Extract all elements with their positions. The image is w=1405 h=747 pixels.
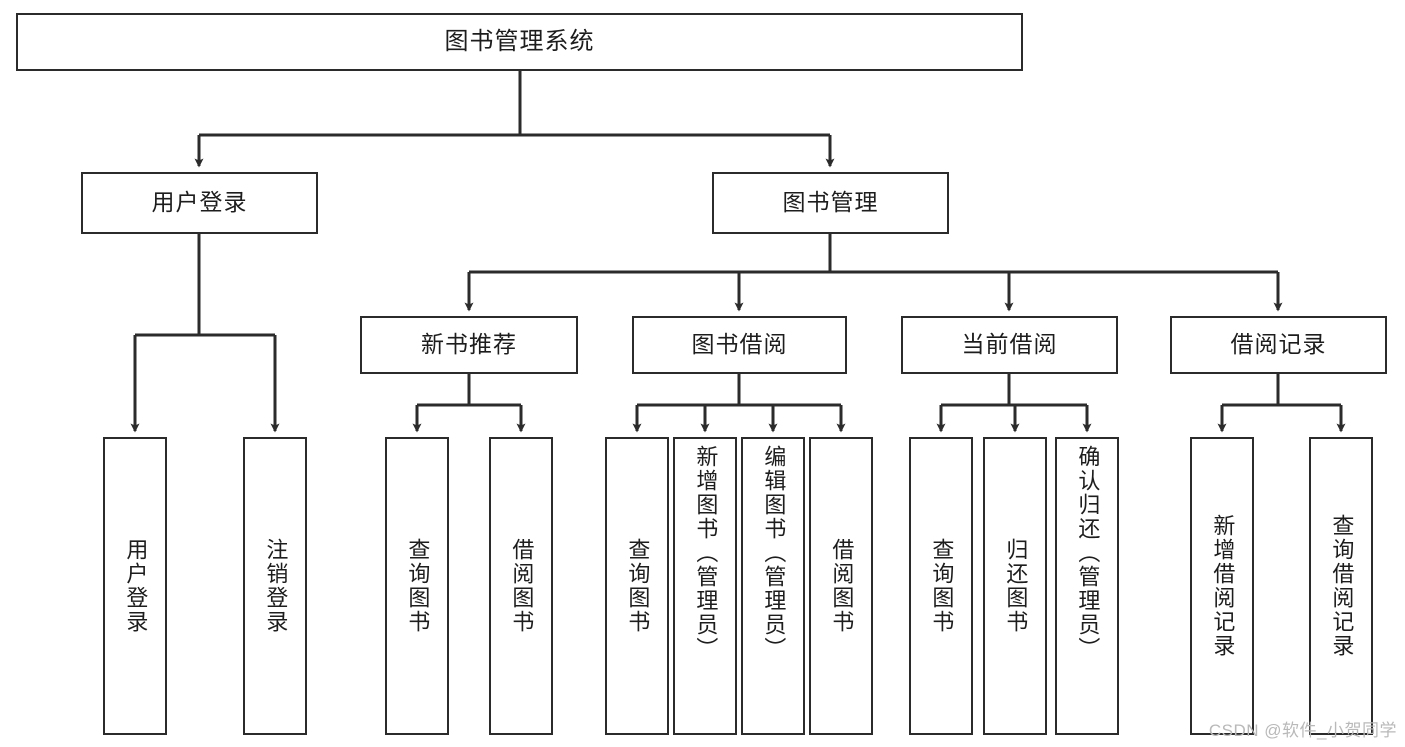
leaf-current-borrow-confirm[interactable]: 确认归还（管理员） (1055, 437, 1119, 735)
leaf-book-borrow-edit-label: 编辑图书（管理员） (761, 445, 787, 661)
leaf-borrow-records-add[interactable]: 新增借阅记录 (1190, 437, 1254, 735)
leaf-user-login-signin-label: 用户登录 (123, 538, 149, 634)
leaf-new-book-borrow[interactable]: 借阅图书 (489, 437, 553, 735)
leaf-new-book-query-label: 查询图书 (405, 538, 431, 634)
leaf-user-login-signin[interactable]: 用户登录 (103, 437, 167, 735)
leaf-book-borrow-query[interactable]: 查询图书 (605, 437, 669, 735)
node-book-borrow-label: 图书借阅 (691, 331, 788, 358)
leaf-user-login-signout[interactable]: 注销登录 (243, 437, 307, 735)
leaf-book-borrow-borrow[interactable]: 借阅图书 (809, 437, 873, 735)
node-borrow-records[interactable]: 借阅记录 (1170, 316, 1387, 374)
leaf-book-borrow-borrow-label: 借阅图书 (829, 538, 855, 634)
node-user-login-label: 用户登录 (151, 189, 248, 216)
node-root-system-label: 图书管理系统 (444, 27, 595, 55)
node-borrow-records-label: 借阅记录 (1230, 331, 1327, 358)
leaf-user-login-signout-label: 注销登录 (263, 538, 289, 634)
node-book-management-label: 图书管理 (782, 189, 879, 216)
leaf-borrow-records-query-label: 查询借阅记录 (1329, 514, 1355, 658)
node-book-borrow[interactable]: 图书借阅 (632, 316, 847, 374)
node-book-management[interactable]: 图书管理 (712, 172, 949, 234)
leaf-book-borrow-add-label: 新增图书（管理员） (693, 445, 719, 661)
node-new-book-recommend-label: 新书推荐 (421, 331, 517, 358)
leaf-new-book-borrow-label: 借阅图书 (509, 538, 535, 634)
leaf-current-borrow-return[interactable]: 归还图书 (983, 437, 1047, 735)
node-current-borrow[interactable]: 当前借阅 (901, 316, 1118, 374)
leaf-new-book-query[interactable]: 查询图书 (385, 437, 449, 735)
leaf-current-borrow-confirm-label: 确认归还（管理员） (1075, 445, 1101, 661)
leaf-book-borrow-edit[interactable]: 编辑图书（管理员） (741, 437, 805, 735)
watermark-text: CSDN @软件_小贺同学 (1208, 721, 1397, 740)
leaf-book-borrow-add[interactable]: 新增图书（管理员） (673, 437, 737, 735)
node-user-login[interactable]: 用户登录 (81, 172, 318, 234)
leaf-book-borrow-query-label: 查询图书 (625, 538, 651, 634)
node-root-system[interactable]: 图书管理系统 (16, 13, 1023, 71)
leaf-current-borrow-query[interactable]: 查询图书 (909, 437, 973, 735)
leaf-borrow-records-query[interactable]: 查询借阅记录 (1309, 437, 1373, 735)
node-current-borrow-label: 当前借阅 (961, 331, 1058, 358)
leaf-current-borrow-return-label: 归还图书 (1003, 538, 1029, 634)
node-new-book-recommend[interactable]: 新书推荐 (360, 316, 578, 374)
leaf-borrow-records-add-label: 新增借阅记录 (1210, 514, 1236, 658)
leaf-current-borrow-query-label: 查询图书 (929, 538, 955, 634)
